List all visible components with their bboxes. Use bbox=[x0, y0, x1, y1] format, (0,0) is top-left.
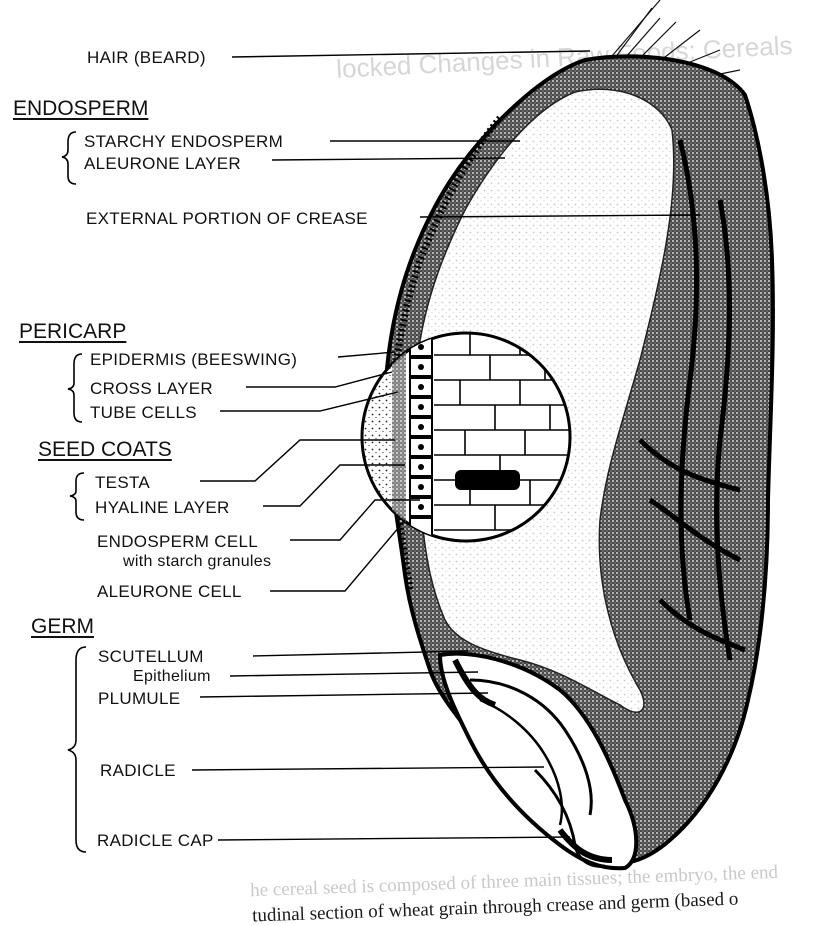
pericarp-heading: PERICARP bbox=[19, 320, 127, 343]
scutellum-label: SCUTELLUM bbox=[98, 647, 204, 666]
endosperm-cell-label: ENDOSPERM CELL bbox=[97, 532, 259, 551]
testa-label: TESTA bbox=[95, 473, 151, 492]
hyaline-layer-label: HYALINE LAYER bbox=[95, 498, 230, 517]
aleurone-layer-label: ALEURONE LAYER bbox=[84, 154, 241, 173]
tube-cells-label: TUBE CELLS bbox=[90, 403, 197, 422]
starch-granules bbox=[455, 470, 520, 490]
aleurone-cell-label: ALEURONE CELL bbox=[97, 582, 242, 601]
aleurone-band bbox=[388, 115, 503, 591]
radicle-cap-label: RADICLE CAP bbox=[97, 831, 214, 850]
germ-heading: GERM bbox=[31, 615, 94, 638]
starchy-endosperm-label: STARCHY ENDOSPERM bbox=[84, 132, 284, 151]
external-crease-label: EXTERNAL PORTION OF CREASE bbox=[86, 209, 368, 228]
germ-embryo bbox=[437, 651, 639, 871]
epithelium-label: Epithelium bbox=[133, 668, 211, 685]
plumule-label: PLUMULE bbox=[98, 689, 181, 708]
hair-beard-label: HAIR (BEARD) bbox=[87, 48, 206, 67]
starch-granules-label: with starch granules bbox=[123, 553, 272, 570]
brackets bbox=[61, 131, 87, 853]
cross-layer-label: CROSS LAYER bbox=[90, 379, 213, 398]
leader-lines bbox=[191, 50, 701, 841]
radicle-label: RADICLE bbox=[100, 761, 176, 780]
seed-coats-heading: SEED COATS bbox=[38, 438, 172, 461]
endosperm-heading: ENDOSPERM bbox=[13, 97, 149, 120]
epidermis-label: EPIDERMIS (BEESWING) bbox=[90, 350, 298, 369]
